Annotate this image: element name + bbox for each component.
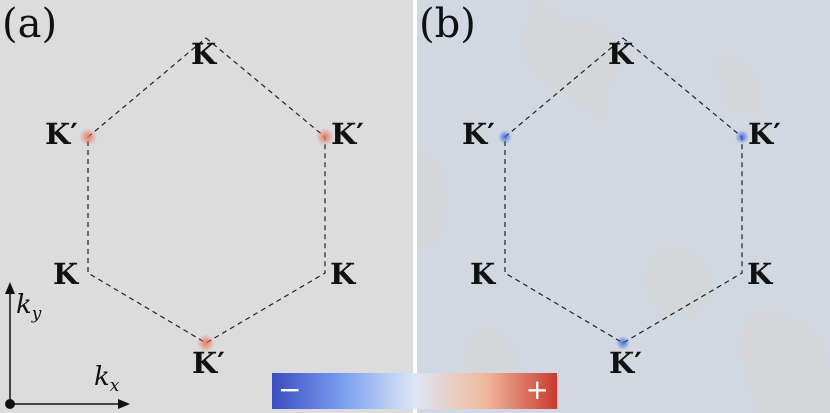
valley-marker-bottom (616, 336, 630, 350)
colorbar-min-label: − (278, 373, 302, 406)
point-label-upper-left: K′ (462, 117, 495, 151)
kx-label: kx (94, 362, 120, 397)
point-label-top: K (608, 37, 634, 71)
point-label-lower-left: K (53, 257, 79, 291)
point-label-upper-left: K′ (45, 117, 78, 151)
point-label-lower-right: K (747, 257, 773, 291)
point-label-lower-left: K (470, 257, 496, 291)
ky-label: ky (16, 290, 42, 325)
colorbar: − + (272, 373, 557, 409)
kx-arrowhead (118, 399, 130, 409)
panel-label-b: (b) (419, 1, 476, 47)
point-label-lower-right: K (330, 257, 356, 291)
origin-dot (5, 399, 15, 409)
valley-marker-upper-left (498, 130, 512, 144)
brillouin-zone-b (417, 0, 830, 413)
panel-a: (a) K K′ K′ K K K′ ky kx (0, 0, 413, 413)
hexagon-outline (87, 37, 326, 344)
brillouin-zone-a (5, 37, 334, 409)
point-label-upper-right: K′ (748, 117, 781, 151)
point-label-bottom: K′ (192, 346, 225, 380)
ky-arrowhead (5, 282, 15, 294)
colorbar-max-label: + (525, 373, 549, 406)
valley-marker-upper-left (79, 128, 97, 146)
valley-marker-upper-right (316, 128, 334, 146)
panel-b: (b) K K′ K′ K K K′ (417, 0, 830, 413)
valley-marker-upper-right (735, 130, 749, 144)
point-label-bottom: K′ (609, 346, 642, 380)
point-label-upper-right: K′ (331, 117, 364, 151)
panel-label-a: (a) (2, 1, 58, 47)
background-texture (417, 0, 830, 413)
point-label-top: K (191, 37, 217, 71)
valley-marker-bottom (197, 334, 215, 352)
